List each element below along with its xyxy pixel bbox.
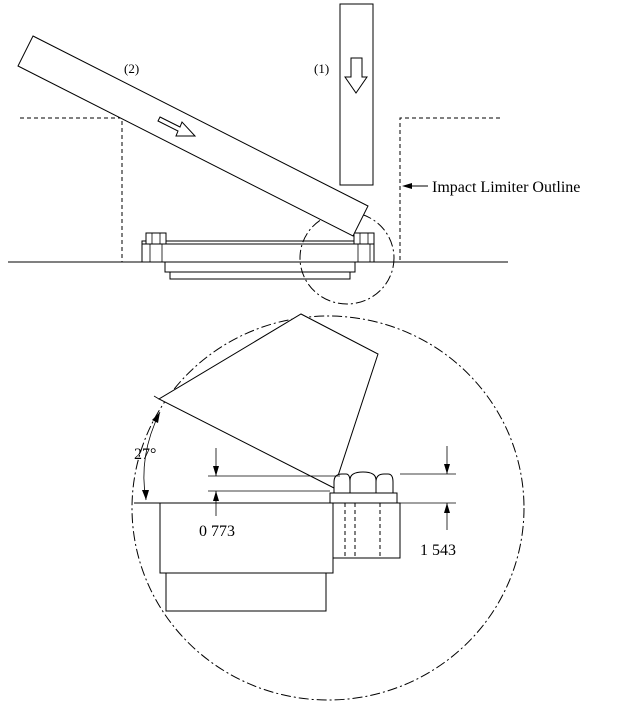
detail-inclined-object	[157, 313, 379, 489]
impact-limiter-outline-right	[399, 117, 500, 262]
dim-0773-label: 0 773	[199, 523, 235, 540]
detail-view: 0 773 1 543 27°	[131, 313, 525, 701]
detail-circle-large	[131, 315, 525, 701]
detail-flange	[134, 502, 401, 612]
bolt-left-icon	[145, 232, 167, 262]
arrow-diagonal-icon	[157, 116, 197, 137]
impact-limiter-leader	[402, 183, 428, 189]
detail-bolt-icon	[329, 471, 398, 558]
impact-limiter-label: Impact Limiter Outline	[432, 179, 580, 196]
arrow-down-icon	[344, 57, 368, 94]
angle-dimension	[142, 411, 161, 501]
dim-1543-label: 1 543	[420, 542, 456, 559]
top-view: (2) (1) Impact Limiter Outline	[8, 3, 580, 305]
falling-object-inclined	[17, 35, 369, 237]
impact-limiter-outline-left	[20, 117, 123, 262]
angle-label: 27°	[134, 446, 156, 463]
dim-1543-arrows	[444, 446, 450, 530]
case-2-label: (2)	[124, 61, 139, 76]
bolt-right-icon	[353, 232, 375, 262]
detail-object-extension	[153, 395, 160, 400]
falling-object-vertical	[339, 3, 374, 186]
dim-0773-arrows	[213, 448, 219, 516]
lid-flange	[141, 240, 375, 280]
case-1-label: (1)	[314, 61, 329, 76]
